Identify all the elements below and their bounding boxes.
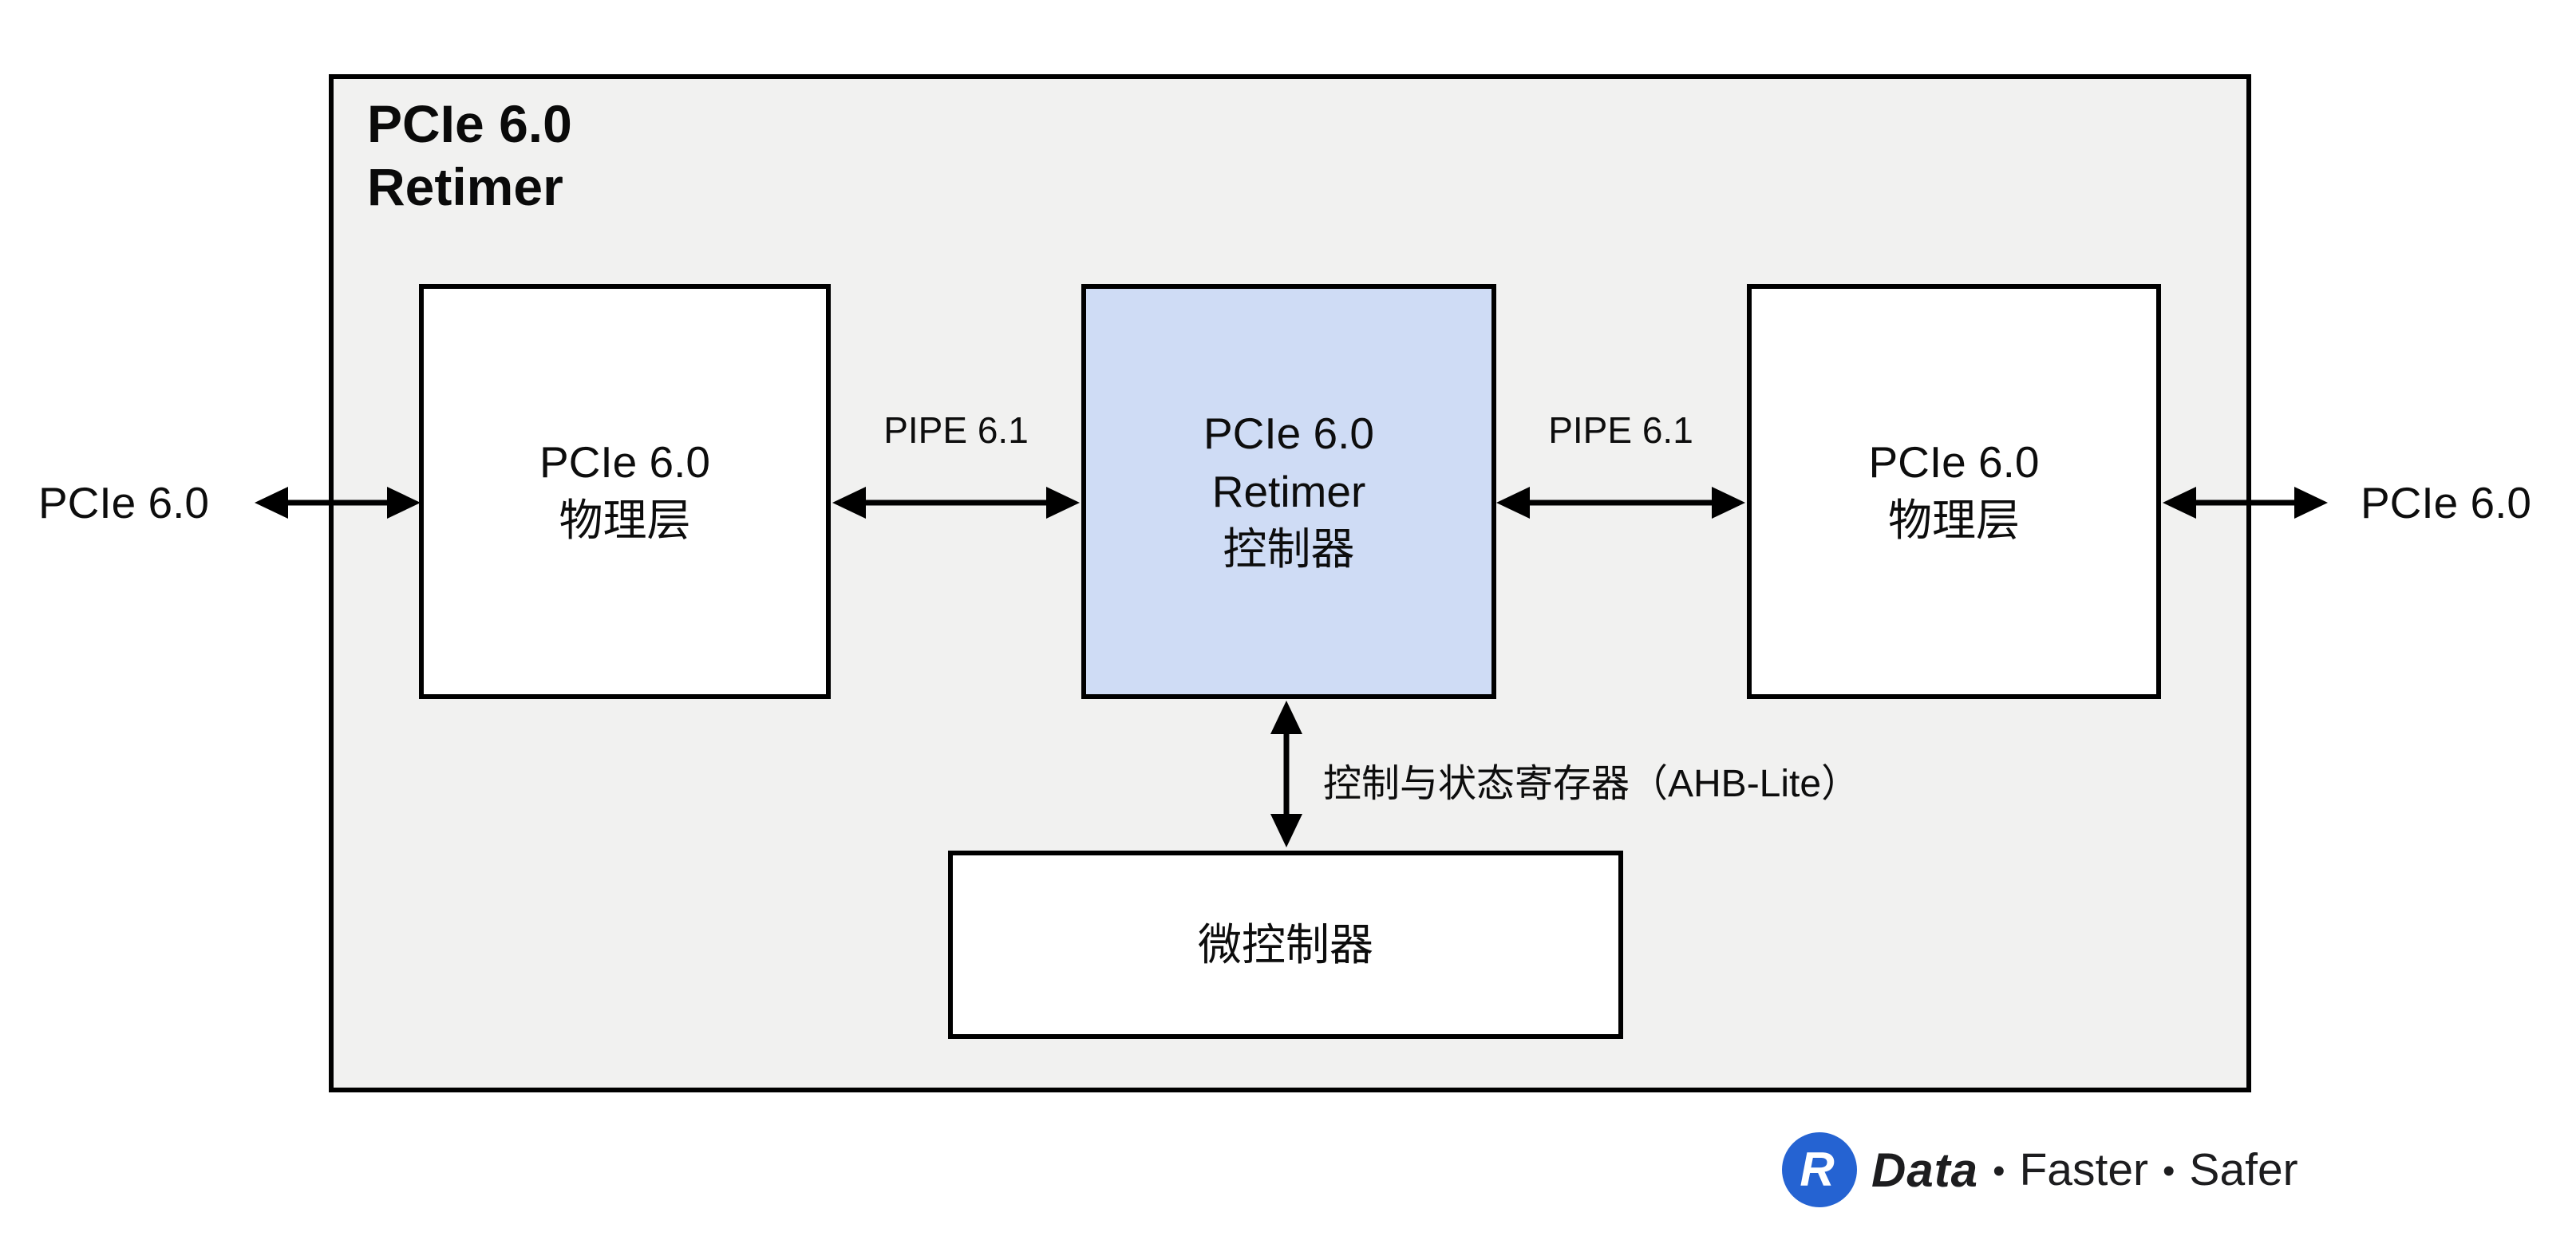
label-pipe-right: PIPE 6.1 (1548, 409, 1693, 451)
block-retimer-controller-line-1: PCIe 6.0 (1203, 409, 1374, 459)
block-left-phy-line-1: PCIe 6.0 (539, 437, 710, 488)
block-microcontroller-label: 微控制器 (1197, 919, 1373, 969)
block-left-phy-line-2: 物理层 (559, 496, 691, 545)
brand-logo-icon: R (1782, 1132, 1857, 1207)
diagram-title: PCIe 6.0 Retimer (367, 93, 572, 219)
diagram-title-line-1: PCIe 6.0 (367, 94, 572, 153)
separator-dot: • (2163, 1151, 2175, 1191)
label-left-external: PCIe 6.0 (38, 478, 210, 527)
brand-logo-letter: R (1800, 1143, 1835, 1196)
label-ahb: 控制与状态寄存器（AHB-Lite） (1323, 763, 1860, 805)
footer-brand: R Data • Faster • Safer (1782, 1131, 2298, 1208)
block-retimer-controller-line-2: Retimer (1211, 466, 1366, 516)
tagline-word-safer: Safer (2189, 1144, 2298, 1195)
block-right-phy-line-1: PCIe 6.0 (1868, 437, 2040, 488)
block-left-phy: PCIe 6.0 物理层 (419, 284, 831, 699)
separator-dot: • (1993, 1151, 2005, 1191)
brand-name: Data (1871, 1143, 1979, 1197)
block-retimer-controller-line-3: 控制器 (1223, 524, 1355, 575)
label-right-external: PCIe 6.0 (2361, 478, 2532, 527)
tagline-word-faster: Faster (2019, 1144, 2149, 1195)
block-retimer-controller: PCIe 6.0 Retimer 控制器 (1081, 284, 1496, 699)
block-microcontroller: 微控制器 (948, 851, 1623, 1039)
label-pipe-left: PIPE 6.1 (883, 409, 1029, 451)
block-right-phy: PCIe 6.0 物理层 (1747, 284, 2161, 699)
block-right-phy-line-2: 物理层 (1887, 496, 2020, 545)
diagram-title-line-2: Retimer (367, 157, 563, 217)
